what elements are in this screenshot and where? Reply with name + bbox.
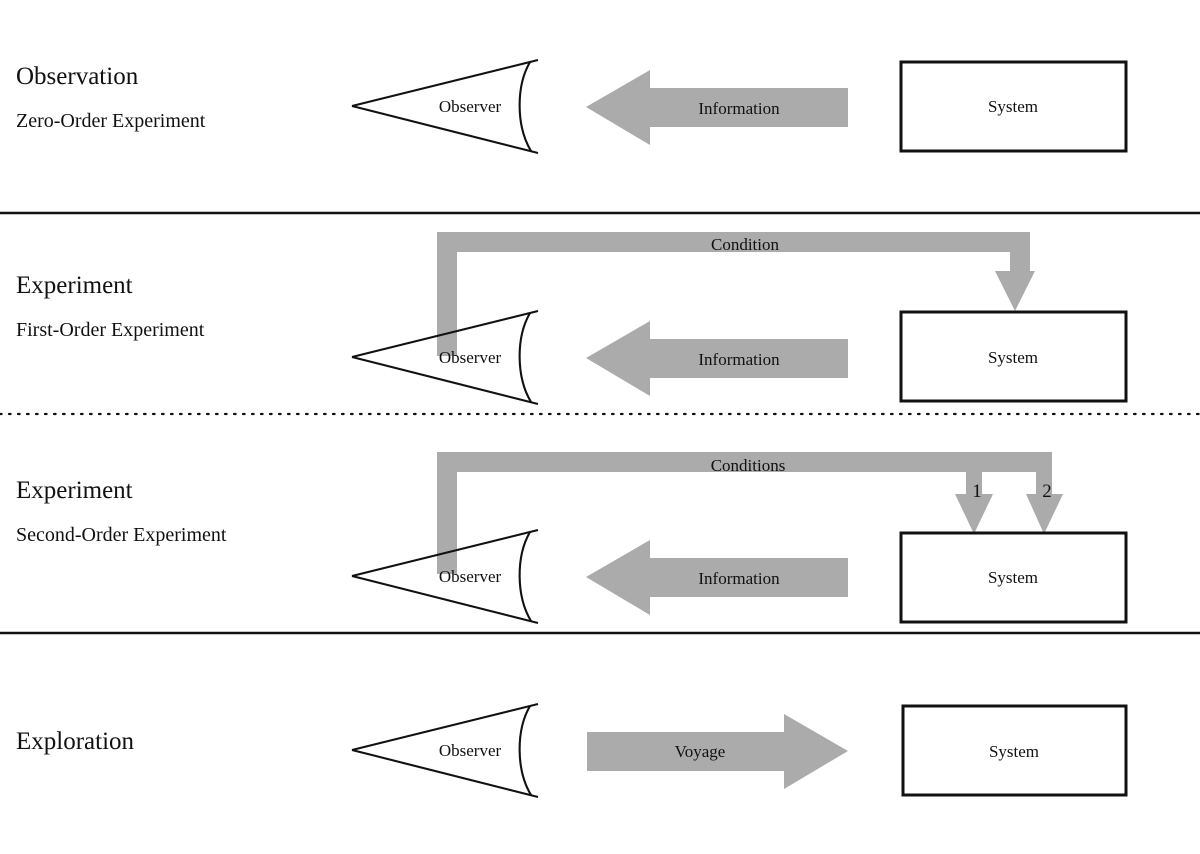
arrow-information-second-order <box>586 540 848 615</box>
branch-label-1: 1 <box>972 481 982 502</box>
system-label-first-order: System <box>988 348 1038 367</box>
arrow-voyage-exploration <box>587 714 848 789</box>
observer-cone-observation <box>351 58 539 155</box>
arrow-conditions-second-order <box>437 452 1063 574</box>
row-exploration: Exploration Observer Voyage System <box>16 702 1128 799</box>
observer-label-second-order: Observer <box>439 567 502 586</box>
branch-label-2: 2 <box>1042 481 1052 502</box>
row-observation: Observation Zero-Order Experiment Observ… <box>16 58 1128 155</box>
row-second-order-experiment: Experiment Second-Order Experiment Condi… <box>16 452 1128 625</box>
observer-cone-first-order <box>351 309 539 406</box>
observer-label-first-order: Observer <box>439 348 502 367</box>
arrow-label-voyage: Voyage <box>675 742 726 761</box>
system-box-exploration <box>901 704 1128 797</box>
row-label-second-order: Experiment <box>16 477 133 504</box>
row-first-order-experiment: Experiment First-Order Experiment Condit… <box>16 232 1128 406</box>
arrow-label-conditions: Conditions <box>711 456 786 475</box>
row-label-exploration: Exploration <box>16 728 135 755</box>
arrow-information-observation <box>586 70 848 145</box>
row-sublabel-observation: Zero-Order Experiment <box>16 110 206 132</box>
observer-cone-second-order <box>351 528 539 625</box>
row-sublabel-second-order: Second-Order Experiment <box>16 524 227 546</box>
row-label-observation: Observation <box>16 63 139 90</box>
system-label-second-order: System <box>988 568 1038 587</box>
system-label-exploration: System <box>989 742 1039 761</box>
observer-label-exploration: Observer <box>439 741 502 760</box>
system-label-observation: System <box>988 97 1038 116</box>
system-box-observation <box>899 60 1128 153</box>
system-box-second-order <box>899 531 1128 624</box>
arrow-label-information-observation: Information <box>698 99 780 118</box>
arrow-label-condition: Condition <box>711 235 780 254</box>
arrow-label-information-first-order: Information <box>698 350 780 369</box>
arrow-condition-first-order <box>437 232 1035 356</box>
row-label-first-order: Experiment <box>16 272 133 299</box>
observer-label-observation: Observer <box>439 97 502 116</box>
arrow-label-information-second-order: Information <box>698 569 780 588</box>
system-box-first-order <box>899 310 1128 403</box>
observer-cone-exploration <box>351 702 539 799</box>
arrow-information-first-order <box>586 321 848 396</box>
row-sublabel-first-order: First-Order Experiment <box>16 319 205 341</box>
